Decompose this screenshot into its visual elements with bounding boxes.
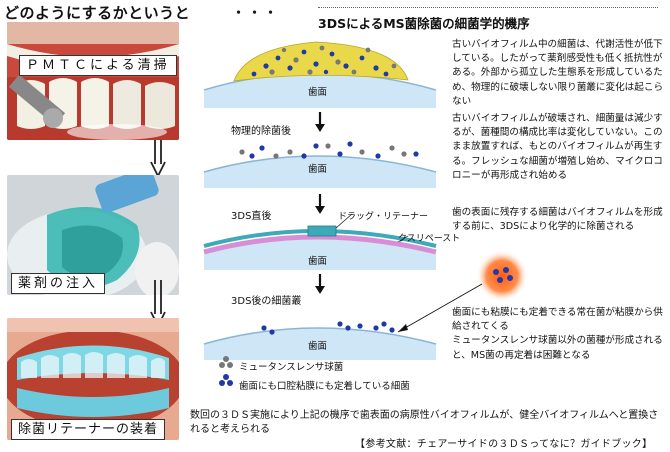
page-heading: どのようにするかというと <box>4 4 191 22</box>
stage-4-flora <box>203 321 437 360</box>
tooth-surface-label: 歯面 <box>308 341 328 352</box>
stage-3-description: 歯の表面に残存する細菌はバイオフィルムを形成する前に、3DSにより化学的に除菌さ… <box>452 207 663 233</box>
photo-retainer: 除菌リテーナーの装着 <box>7 318 179 440</box>
down-arrow-icon <box>150 140 166 178</box>
tooth-surface-label: 歯面 <box>308 164 328 175</box>
diagram-title: 3DSによるMS菌除菌の細菌学的機序 <box>318 16 530 31</box>
photo-label-retainer: 除菌リテーナーの装着 <box>11 419 166 440</box>
stage-label-flora: 3DS後の細菌叢 <box>231 296 302 307</box>
heading-ellipsis: ・・・ <box>232 6 281 21</box>
legend-label-resident: 歯面にも口腔粘膜にも定着している細菌 <box>239 381 410 392</box>
stage-1-description: 古いバイオフィルム中の細菌は、代謝活性が低下している。したがって薬剤感受性も低く… <box>452 39 664 107</box>
stage-4-description: 歯面にも粘膜にも定着できる常在菌が粘膜から供給されてくる ミュータンスレンサ球菌… <box>452 307 663 361</box>
pmtc-photo-illustration <box>7 22 179 140</box>
mechanism-diagram <box>203 41 437 386</box>
title-rule <box>318 7 658 8</box>
stage-2-description: 古いバイオフィルムが破壊され、細菌量は減少するが、菌種間の構成比率は変化していな… <box>452 113 663 181</box>
stage-2-physical <box>203 141 437 188</box>
footer-summary: 数回の３ＤＳ実施により上記の機序で歯表面の病原性バイオフィルムが、健全バイオフィ… <box>190 410 659 435</box>
legend-blue-marker <box>219 374 233 386</box>
stage-1-biofilm <box>203 41 437 108</box>
legend-grey-marker <box>219 356 233 368</box>
photo-label-injection: 薬剤の注入 <box>11 273 106 294</box>
reference-citation: 【参考文献：チェアーサイドの３ＤＳってなに？ガイドブック】 <box>355 439 653 450</box>
stage-label-physical: 物理的除菌後 <box>231 126 291 137</box>
tooth-surface-label: 歯面 <box>308 256 328 267</box>
mucosa-supply-illustration <box>397 250 528 333</box>
tooth-surface-label: 歯面 <box>308 87 328 98</box>
photo-pmtc-cleaning: ＰＭＴＣによる清掃 <box>7 22 179 140</box>
photo-label-pmtc: ＰＭＴＣによる清掃 <box>19 55 177 76</box>
legend-label-mutans: ミュータンスレンサ球菌 <box>239 362 344 373</box>
callout-drug-retainer: ドラッグ・リテーナー <box>338 212 429 222</box>
callout-medicine-paste: クスリペースト <box>398 234 461 244</box>
stage-label-3ds: 3DS直後 <box>231 211 272 222</box>
stage-3-3ds <box>203 213 437 270</box>
photo-drug-injection: 薬剤の注入 <box>7 175 179 295</box>
